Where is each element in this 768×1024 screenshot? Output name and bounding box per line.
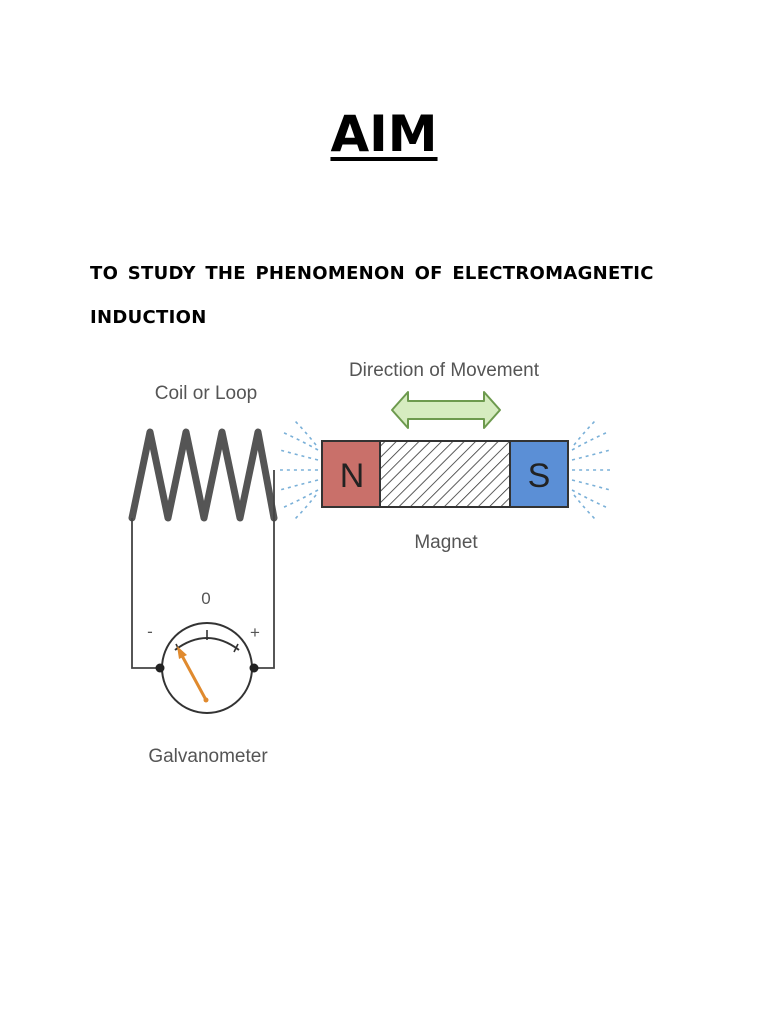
south-pole-label: S [528,457,551,495]
circuit-wire-right [254,470,275,669]
galvanometer-plus-label: + [250,623,260,642]
double-arrow [391,391,501,429]
field-lines-right [571,419,611,521]
galvanometer [155,622,259,714]
page-title: AIM [0,100,768,168]
magnet-label: Magnet [414,532,478,553]
coil-label: Coil or Loop [155,383,257,404]
aim-statement: TO STUDY THE PHENOMENON OF ELECTROMAGNET… [90,263,654,328]
circuit-wire-left [131,518,162,669]
page-title-text: AIM [330,105,438,163]
galvanometer-zero-label: 0 [201,589,210,608]
coil [128,428,278,522]
north-pole-label: N [340,457,365,495]
magnet [321,440,569,508]
magnet-south-pole [510,441,568,507]
galvanometer-minus-label: - [147,622,153,641]
movement-label: Direction of Movement [349,360,540,381]
field-lines-left [279,419,319,521]
galvanometer-needle [178,651,208,701]
galvanometer-label: Galvanometer [148,746,268,767]
magnet-north-pole [322,441,380,507]
